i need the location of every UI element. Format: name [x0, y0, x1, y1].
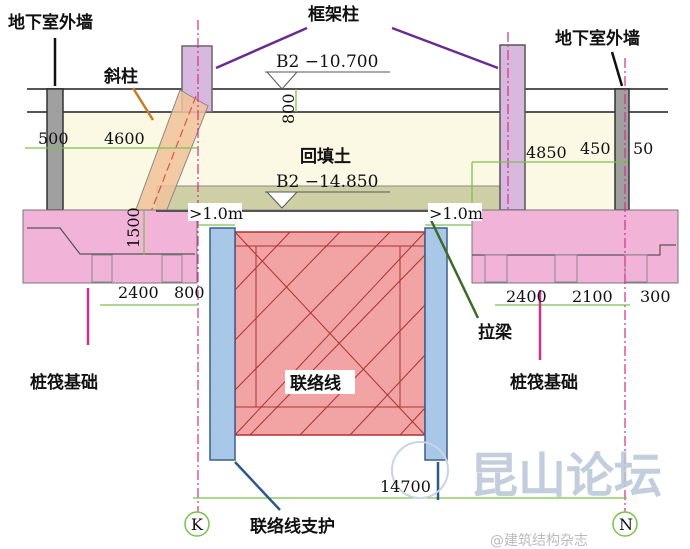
dim-right-2100: 2100: [572, 287, 613, 306]
raft-left: [22, 209, 198, 284]
inclined-axis: [146, 95, 197, 223]
label-tunnel: 联络线: [290, 373, 341, 394]
watermark-source: @建筑结构杂志: [490, 533, 588, 549]
dimension-lines: [25, 89, 630, 499]
tunnel-support-right: [424, 227, 448, 461]
tunnel-label-background: [285, 370, 355, 394]
dim-1500: 1500: [124, 207, 143, 248]
axis-bubble-k: [184, 511, 210, 537]
dim-500: 500: [38, 129, 69, 148]
label-raft-right: 桩筏基础: [510, 372, 578, 393]
gap-right-background: [428, 203, 482, 221]
elevation-top: B2 −10.700: [276, 52, 378, 72]
basement-wall-left: [46, 88, 64, 211]
axis-label-k: K: [191, 515, 204, 534]
dim-4600: 4600: [104, 129, 145, 148]
dim-left-800: 800: [174, 283, 205, 302]
basement-wall-right: [614, 88, 630, 211]
dim-right-300: 300: [640, 287, 671, 306]
gap-left-background: [188, 203, 242, 221]
tunnel-support-left: [209, 227, 236, 461]
label-raft-left: 桩筏基础: [30, 372, 98, 393]
label-frame-column: 框架柱: [308, 4, 359, 25]
dim-right-2400: 2400: [506, 287, 547, 306]
label-wall-left: 地下室外墙: [8, 12, 93, 33]
piles: [91, 254, 648, 283]
dim-14700: 14700: [380, 477, 431, 496]
elevation-markers: [265, 71, 390, 209]
frame-column-right: [499, 44, 526, 211]
label-wall-right: 地下室外墙: [555, 28, 640, 49]
watermark-forum: 昆山论坛: [470, 448, 662, 504]
axis-label-n: N: [619, 515, 633, 534]
dim-4850: 4850: [526, 143, 567, 162]
dim-left-2400: 2400: [118, 283, 159, 302]
leader-arrows: [53, 26, 624, 511]
label-inclined-column: 斜柱: [103, 66, 138, 87]
dim-50: 50: [633, 139, 653, 158]
elevation-bottom: B2 −14.850: [276, 172, 378, 192]
dim-gap-right: >1.0m: [429, 204, 483, 223]
label-backfill: 回填土: [300, 146, 351, 167]
tunnel-hatch: [234, 231, 426, 436]
watermark-logo: [391, 441, 449, 499]
label-tie-beam: 拉梁: [478, 322, 513, 343]
dim-gap-left: >1.0m: [189, 204, 243, 223]
raft-step-line: [27, 227, 195, 255]
axis-bubble-n: [612, 511, 638, 537]
dim-800: 800: [279, 93, 298, 124]
label-tunnel-support: 联络线支护: [250, 516, 335, 537]
dim-450: 450: [580, 139, 611, 158]
